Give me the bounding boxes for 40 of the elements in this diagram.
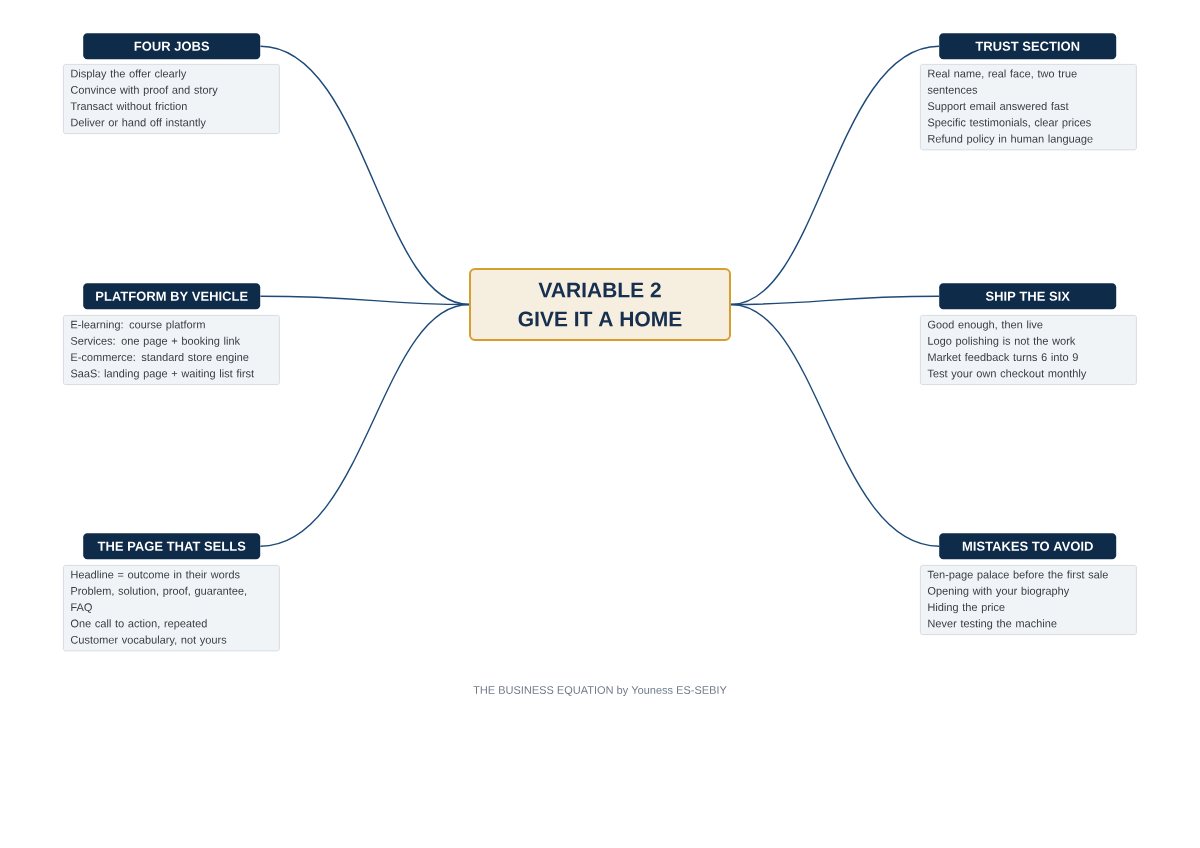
list-item: Good enough, then live (927, 320, 1043, 331)
list-item: Market feedback turns 6 into 9 (928, 353, 1078, 362)
list-item: Display the offer clearly (71, 69, 187, 80)
list-item: Real name, real face, two true sentences (927, 69, 1077, 94)
list-item: Test your own checkout monthly (927, 369, 1087, 380)
list-item: Services: one page + booking link (70, 336, 241, 347)
list-item: Convince with proof and story (70, 85, 218, 96)
list-item: Never testing the machine (928, 619, 1057, 630)
branch-header: TRUST SECTION (939, 33, 1117, 60)
list-item: Refund policy in human language (928, 134, 1093, 145)
branch-header: SHIP THE SIX (939, 283, 1117, 310)
list-item: Hiding the price (928, 603, 1005, 614)
list-item: SaaS: landing page + waiting list first (70, 369, 255, 380)
list-item: Logo polishing is not the work (928, 336, 1076, 347)
list-item: Transact without friction (70, 102, 187, 111)
central-topic-box: VARIABLE 2 GIVE IT A HOME (469, 268, 731, 341)
connector-line (259, 303, 470, 547)
list-item: Problem, solution, proof, guarantee, FAQ (71, 586, 247, 614)
list-box (920, 565, 1137, 635)
list-item: Headline = outcome in their words (71, 570, 240, 579)
list-item: One call to action, repeated (70, 619, 207, 630)
list-item: Customer vocabulary, not yours (70, 635, 227, 646)
list-item: Specific testimonials, clear prices (927, 118, 1091, 129)
list-item: Ten-page palace before the first sale (927, 570, 1108, 581)
list-box (920, 315, 1137, 385)
list-box (920, 64, 1137, 151)
branch-header: FOUR JOBS (83, 33, 261, 60)
list-item: E-commerce: standard store engine (71, 353, 249, 364)
list-box (63, 565, 280, 652)
list-item: Deliver or hand off instantly (71, 118, 206, 129)
list-box (63, 315, 280, 385)
list-item: Support email answered fast (927, 102, 1069, 113)
connector-line (730, 303, 940, 547)
list-item: Opening with your biography (927, 586, 1070, 597)
branch-header: PLATFORM BY VEHICLE (83, 283, 261, 310)
branch-header: MISTAKES TO AVOID (939, 533, 1117, 560)
footer-text: THE BUSINESS EQUATION by Youness ES-SEBIY (473, 685, 727, 697)
branch-header: THE PAGE THAT SELLS (83, 533, 261, 560)
list-item: E-learning: course platform (71, 320, 205, 331)
list-box (63, 64, 280, 134)
